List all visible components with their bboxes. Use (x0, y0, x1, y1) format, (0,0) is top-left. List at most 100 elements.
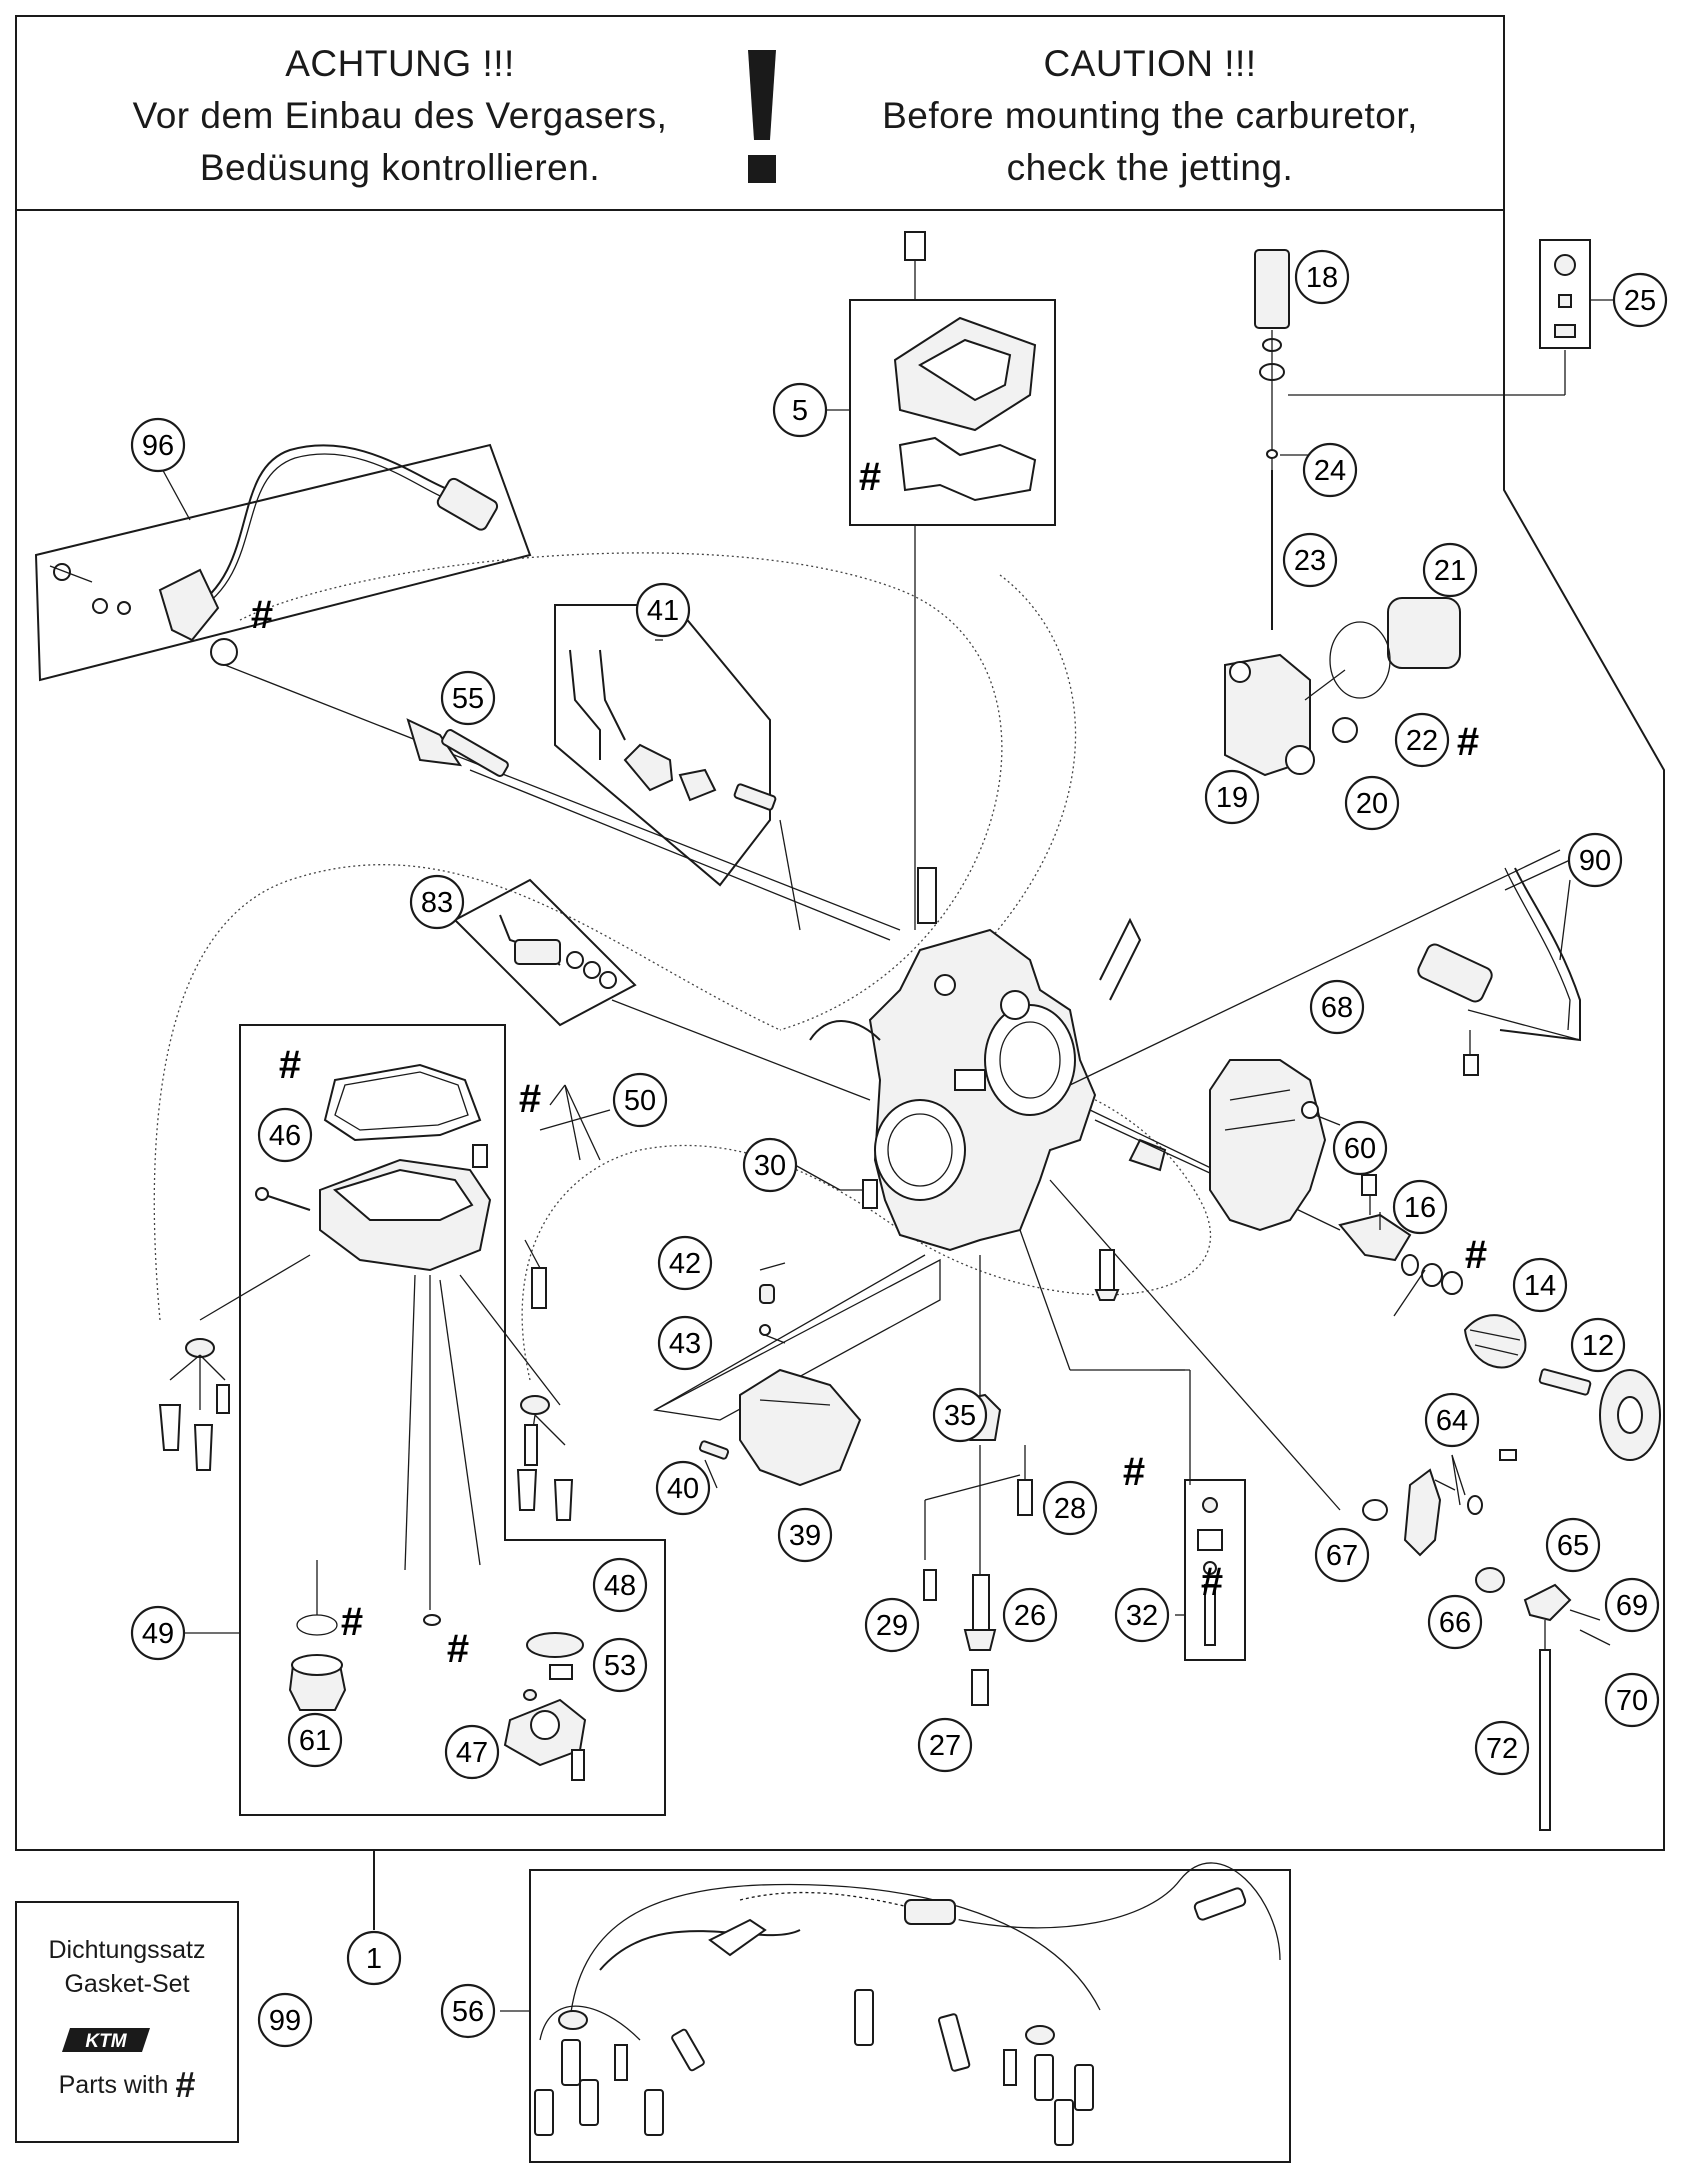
callout-circle-46 (257, 1107, 313, 1163)
callout-circle-12 (1570, 1317, 1626, 1373)
callout-label-64: 64 (1436, 1405, 1468, 1437)
callout-circle-69 (1604, 1577, 1660, 1633)
gasket-set-hash-marker: # (1201, 1560, 1223, 1604)
callout-90: 90 (1567, 832, 1623, 888)
callout-circle-48 (592, 1557, 648, 1613)
parts-with-label: Parts with # (16, 2067, 238, 2103)
throttle-cable-96 (34, 443, 901, 931)
english-caution-title: CAUTION !!! (1043, 43, 1257, 84)
choke-assembly-41 (554, 604, 801, 931)
callout-label-46: 46 (269, 1120, 301, 1152)
callout-circle-68 (1309, 979, 1365, 1035)
callout-47: 47 (444, 1724, 500, 1780)
callout-70: 70 (1604, 1672, 1660, 1728)
callout-leaders (159, 299, 1620, 2012)
gasket-set-hash-marker: # (447, 1627, 469, 1671)
callout-41: 41 (635, 582, 691, 638)
callout-circle-27 (917, 1717, 973, 1773)
callout-label-43: 43 (669, 1328, 701, 1360)
gasket-set-hash-marker: # (251, 593, 273, 637)
german-caution: ACHTUNG !!! Vor dem Einbau des Vergasers… (60, 38, 740, 194)
callout-circle-66 (1427, 1594, 1483, 1650)
left-hoses (158, 1338, 574, 1521)
callout-21: 21 (1422, 542, 1478, 598)
callout-64: 64 (1424, 1392, 1480, 1448)
callout-circle-24 (1302, 442, 1358, 498)
callout-circle-47 (444, 1724, 500, 1780)
callout-circle-60 (1332, 1120, 1388, 1176)
callout-circle-30 (742, 1137, 798, 1193)
throttle-linkage-assembly (1338, 1174, 1661, 1461)
callout-circle-16 (1392, 1179, 1448, 1235)
german-caution-title: ACHTUNG !!! (285, 43, 515, 84)
callout-circle-72 (1474, 1720, 1530, 1776)
callout-label-47: 47 (456, 1737, 488, 1769)
callout-label-5: 5 (792, 395, 808, 427)
ktm-logo: KTM (62, 2028, 150, 2052)
throttle-sensor-68 (1209, 1059, 1341, 1232)
gasket-set-hash-marker: # (519, 1077, 541, 1121)
callout-circle-90 (1567, 832, 1623, 888)
callout-circle-61 (287, 1712, 343, 1768)
callout-circle-55 (440, 670, 496, 726)
callout-42: 42 (657, 1235, 713, 1291)
callout-69: 69 (1604, 1577, 1660, 1633)
sensor-cable-90 (1417, 867, 1581, 1076)
callout-circle-41 (635, 582, 691, 638)
callout-circle-83 (409, 874, 465, 930)
callout-circle-42 (657, 1235, 713, 1291)
gasket-set-hash-marker: # (1465, 1233, 1487, 1277)
callout-circle-20 (1344, 775, 1400, 831)
callout-circle-65 (1545, 1517, 1601, 1573)
gasket-set-label: Dichtungssatz Gasket-Set (16, 1933, 238, 2001)
callout-99: 99 (257, 1992, 313, 2048)
callout-65: 65 (1545, 1517, 1601, 1573)
callout-label-30: 30 (754, 1150, 786, 1182)
callout-circle-21 (1422, 542, 1478, 598)
callout-label-41: 41 (647, 595, 679, 627)
callout-label-90: 90 (1579, 845, 1611, 877)
callout-circle-23 (1282, 532, 1338, 588)
callout-label-65: 65 (1557, 1530, 1589, 1562)
callout-53: 53 (592, 1637, 648, 1693)
callout-60: 60 (1332, 1120, 1388, 1176)
callout-32: 32 (1114, 1587, 1170, 1643)
needle-kit-32 (1184, 1479, 1246, 1661)
callout-18: 18 (1294, 249, 1350, 305)
callout-label-61: 61 (299, 1725, 331, 1757)
gasket-set-hash-marker: # (859, 455, 881, 499)
callout-20: 20 (1344, 775, 1400, 831)
gasket-set-german: Dichtungssatz (48, 1936, 206, 1964)
lever-assembly-64 (1362, 1449, 1611, 1831)
callout-48: 48 (592, 1557, 648, 1613)
callout-label-72: 72 (1486, 1733, 1518, 1765)
callout-label-48: 48 (604, 1570, 636, 1602)
callout-35: 35 (932, 1387, 988, 1443)
callout-circle-99 (257, 1992, 313, 2048)
parts-with-text: Parts with (58, 2071, 169, 2099)
callout-circle-19 (1204, 769, 1260, 825)
part-55-screw (406, 718, 891, 941)
main-frame (15, 210, 1665, 1851)
callout-22: 22 (1394, 712, 1450, 768)
callout-56: 56 (440, 1983, 496, 2039)
callout-circle-26 (1002, 1587, 1058, 1643)
warning-exclamation-icon (748, 50, 776, 183)
callout-label-53: 53 (604, 1650, 636, 1682)
callout-label-42: 42 (669, 1248, 701, 1280)
callout-61: 61 (287, 1712, 343, 1768)
gasket-set-hash-marker: # (279, 1043, 301, 1087)
callout-39: 39 (777, 1507, 833, 1563)
callout-circle-35 (932, 1387, 988, 1443)
callout-circle-18 (1294, 249, 1350, 305)
callout-label-14: 14 (1524, 1270, 1556, 1302)
callout-50: 50 (612, 1072, 668, 1128)
callout-label-55: 55 (452, 683, 484, 715)
callout-label-32: 32 (1126, 1600, 1158, 1632)
callout-label-1: 1 (366, 1943, 382, 1975)
callout-circle-40 (655, 1460, 711, 1516)
callout-label-56: 56 (452, 1996, 484, 2028)
callout-circle-5 (772, 382, 828, 438)
